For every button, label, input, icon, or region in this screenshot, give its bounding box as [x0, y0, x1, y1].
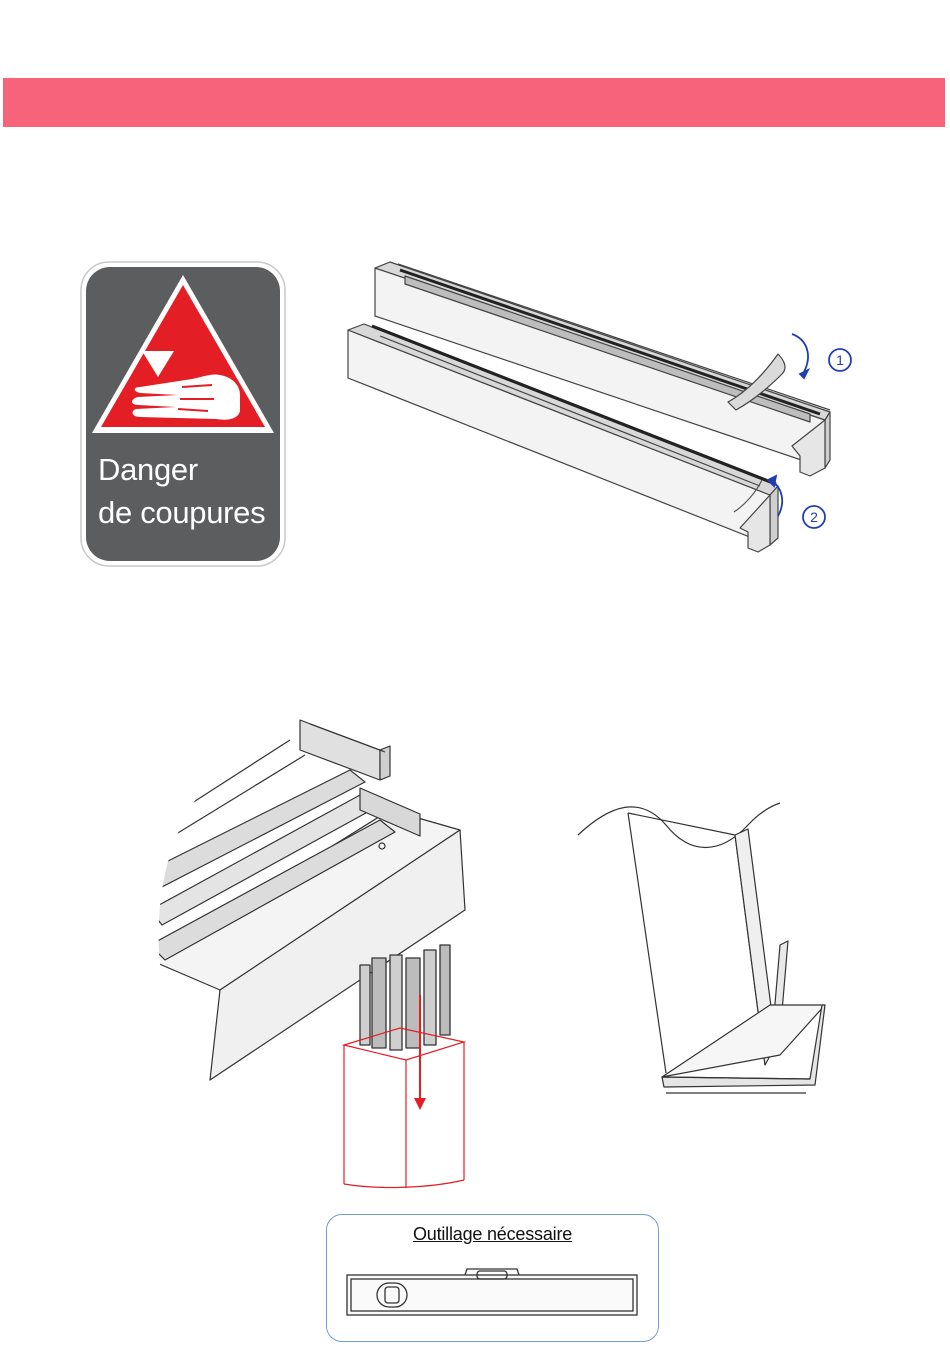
rails-film-removal-illustration: 1 2	[330, 250, 870, 590]
post-base-plate-illustration	[570, 795, 840, 1100]
corner-assembly-post-illustration	[150, 710, 490, 1200]
step-marker-2: 2	[810, 509, 818, 525]
danger-caption-line2: de coupures	[98, 491, 265, 534]
required-tools-title: Outillage nécessaire	[327, 1224, 658, 1245]
danger-caption: Danger de coupures	[98, 448, 265, 534]
spirit-level-icon	[345, 1267, 641, 1323]
section-header-bar	[3, 78, 945, 127]
danger-caption-line1: Danger	[98, 448, 265, 491]
step-marker-1: 1	[836, 352, 844, 368]
required-tools-box: Outillage nécessaire	[326, 1214, 659, 1342]
